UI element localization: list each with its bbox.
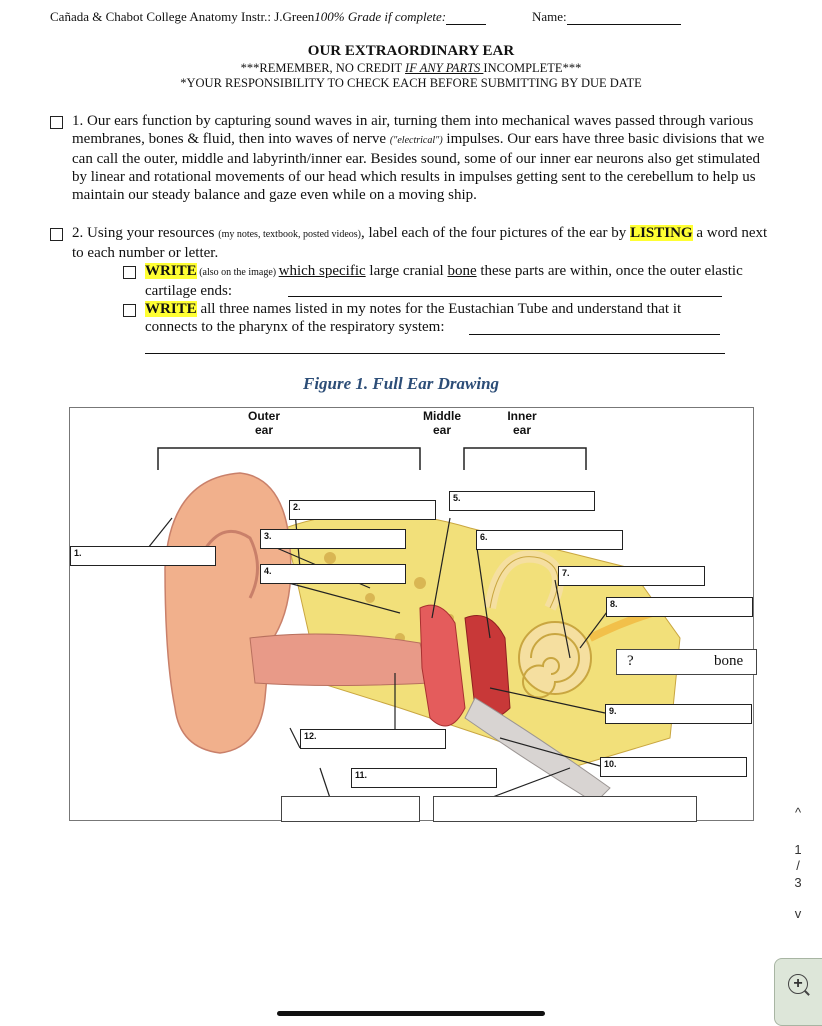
sub-item-1-checkbox[interactable] <box>123 266 136 279</box>
label-number: 12. <box>304 731 317 741</box>
sub-item-2-text: all three names listed in my notes for t… <box>145 301 682 335</box>
label-number: 7. <box>562 568 570 578</box>
label-number: 2. <box>293 502 301 512</box>
division-brackets <box>157 447 587 470</box>
name-blank <box>566 24 681 25</box>
item-2-text-c: a word next to each number or letter. <box>72 225 768 261</box>
label-number: 10. <box>604 759 617 769</box>
item-1: 1. Our ears function by capturing sound … <box>50 112 772 204</box>
label-number: 11. <box>355 770 368 780</box>
zoom-handle-icon <box>804 990 810 996</box>
home-indicator <box>277 1011 545 1016</box>
label-number: 4. <box>264 566 272 576</box>
page-current: 1 <box>794 842 802 857</box>
label-box-10[interactable]: 10. <box>600 757 747 777</box>
sub-item-1-t2: these parts are within, once the outer e… <box>145 263 743 299</box>
answer-box-bottom-left[interactable] <box>281 796 420 822</box>
label-number: 8. <box>610 599 618 609</box>
page-down-button[interactable]: v <box>794 906 802 921</box>
label-box-5[interactable]: 5. <box>449 491 595 511</box>
warning-part-a: ***REMEMBER, NO CREDIT <box>240 61 406 75</box>
inner-ear-label: Inner ear <box>507 409 537 437</box>
label-box-8[interactable]: 8. <box>606 597 753 617</box>
sub-item-2: WRITE all three names listed in my notes… <box>123 300 733 336</box>
grade-note: 100% Grade if complete: <box>314 9 447 24</box>
eustachian-answer-line-1[interactable] <box>469 334 720 335</box>
credit-warning: ***REMEMBER, NO CREDIT IF ANY PARTS INCO… <box>0 61 822 76</box>
label-number: 1. <box>74 548 82 558</box>
item-2: 2. Using your resources (my notes, textb… <box>50 224 772 262</box>
label-box-1[interactable]: 1. <box>70 546 216 566</box>
bone-answer-box[interactable]: ? bone <box>616 649 757 675</box>
outer-ear-label: Outer ear <box>247 409 280 437</box>
course-instructor: Cañada & Chabot College Anatomy Instr.: … <box>50 9 315 24</box>
responsibility-note: *YOUR RESPONSIBILITY TO CHECK EACH BEFOR… <box>180 76 642 90</box>
item-2-text-b: , label each of the four pictures of the… <box>361 225 631 241</box>
zoom-button[interactable]: + <box>774 958 822 1026</box>
bone-question-mark: ? <box>627 653 634 669</box>
pointer-lines <box>147 511 611 799</box>
page-total: 3 <box>794 875 802 890</box>
name-label: Name: <box>532 9 567 24</box>
item-2-checkbox[interactable] <box>50 228 63 241</box>
item-2-text-a: 2. Using your resources <box>72 225 219 241</box>
label-box-3[interactable]: 3. <box>260 529 406 549</box>
sub-item-1-note: (also on the image) <box>196 267 279 278</box>
answer-box-bottom-right[interactable] <box>433 796 697 822</box>
item-2-resources: (my notes, textbook, posted videos) <box>218 229 361 240</box>
item-1-text-a: 1. Our ears function by capturing sound … <box>72 113 754 147</box>
item-1-text-b: impulses. Our ears have three basic divi… <box>72 131 765 203</box>
label-box-7[interactable]: 7. <box>558 566 705 586</box>
figure-title: Figure 1. Full Ear Drawing <box>303 374 500 393</box>
label-box-9[interactable]: 9. <box>605 704 752 724</box>
grade-blank <box>446 24 487 25</box>
listing-highlight: LISTING <box>630 225 693 241</box>
item-1-checkbox[interactable] <box>50 116 63 129</box>
page-up-button[interactable]: ^ <box>794 805 802 820</box>
write-highlight-1: WRITE <box>145 263 197 279</box>
zoom-plus-icon: + <box>788 974 808 994</box>
course-header: Cañada & Chabot College Anatomy Instr.: … <box>50 9 487 25</box>
page-separator: / <box>796 858 800 873</box>
warning-part-c: INCOMPLETE*** <box>483 61 582 75</box>
label-box-4[interactable]: 4. <box>260 564 406 584</box>
ear-figure: Outer ear Middle ear Inner ear 1. 2. 3. … <box>69 407 757 822</box>
middle-ear-label: Middle ear <box>423 409 461 437</box>
item-1-text-small: ("electrical") <box>389 135 443 146</box>
label-box-2[interactable]: 2. <box>289 500 436 520</box>
sub-item-1-t1: large cranial <box>365 263 448 279</box>
sub-item-1: WRITE (also on the image) which specific… <box>123 262 773 300</box>
warning-part-b: IF ANY PARTS <box>405 61 484 75</box>
label-box-11[interactable]: 11. <box>351 768 497 788</box>
page-title: OUR EXTRAORDINARY EAR <box>307 43 515 59</box>
label-box-6[interactable]: 6. <box>476 530 623 550</box>
which-specific: which specific <box>278 263 366 279</box>
label-number: 5. <box>453 493 461 503</box>
eustachian-answer-line-2[interactable] <box>145 353 725 354</box>
write-highlight-2: WRITE <box>145 301 197 317</box>
label-box-12[interactable]: 12. <box>300 729 446 749</box>
name-field: Name: <box>532 9 681 25</box>
label-number: 3. <box>264 531 272 541</box>
label-number: 6. <box>480 532 488 542</box>
bone-word-label: bone <box>714 653 744 669</box>
bone-word: bone <box>447 263 477 279</box>
label-number: 9. <box>609 706 617 716</box>
sub-item-2-checkbox[interactable] <box>123 304 136 317</box>
bone-answer-line[interactable] <box>288 296 722 297</box>
